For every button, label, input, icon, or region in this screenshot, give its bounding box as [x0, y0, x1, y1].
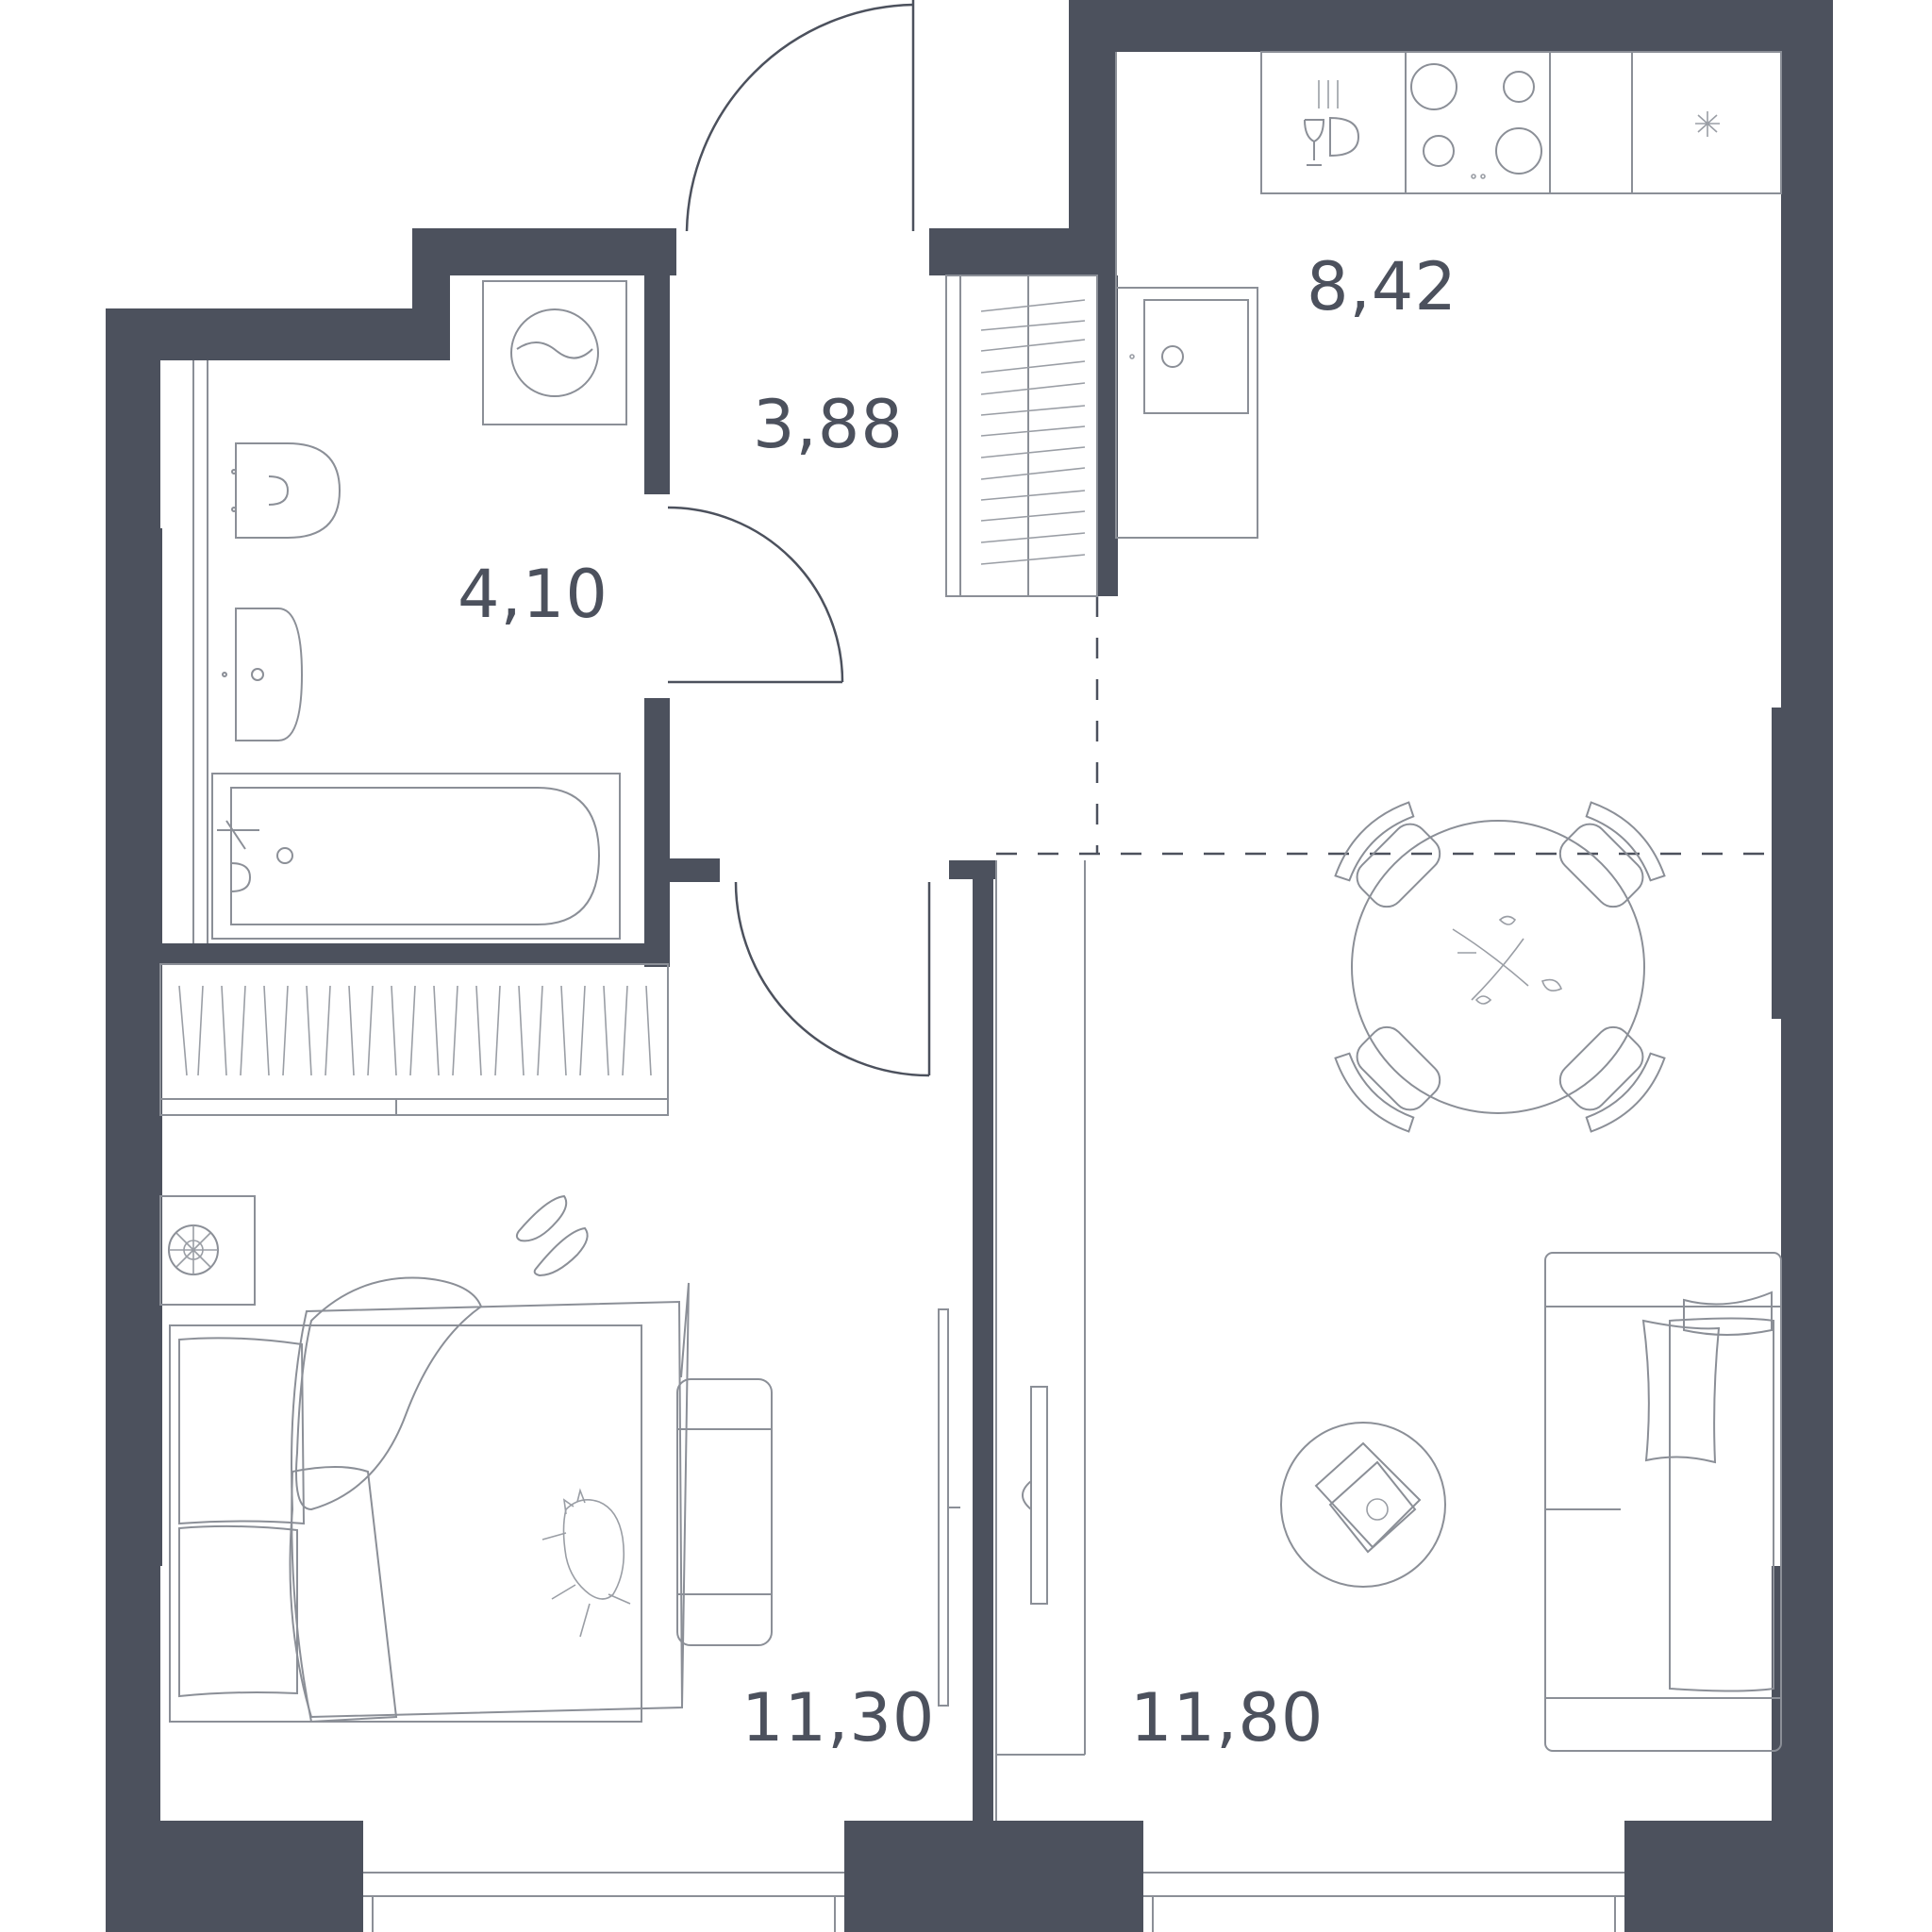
doors [667, 0, 1781, 1077]
slippers-icon [515, 1194, 589, 1277]
area-label-kitchen: 8,42 [1307, 248, 1457, 325]
bathtub-icon [211, 773, 621, 940]
area-label-bedroom: 11,30 [741, 1679, 935, 1757]
tv-icon [938, 1308, 1048, 1707]
bedroom-bench [676, 1378, 773, 1646]
area-label-hallway: 3,88 [753, 386, 904, 463]
bed-icon [169, 1276, 690, 1724]
toilet-icon [231, 442, 341, 539]
dishwasher-icon [1304, 80, 1360, 166]
washbasin-icon [222, 608, 304, 741]
sofa-icon [1544, 1252, 1782, 1752]
cooktop-icon [1410, 63, 1542, 179]
cat-icon [541, 1488, 631, 1638]
kitchen-counter [1115, 51, 1782, 539]
washing-machine-icon [482, 280, 627, 425]
bedroom-wardrobe [159, 963, 669, 1116]
hallway-wardrobe [945, 275, 1098, 597]
walls [106, 0, 1833, 1932]
coffee-table-icon [1280, 1422, 1446, 1588]
area-label-bathroom: 4,10 [458, 556, 608, 633]
dining-table-icon [1334, 801, 1666, 1133]
area-label-living-room: 11,80 [1130, 1679, 1324, 1757]
sink-icon [1129, 299, 1249, 414]
fridge-icon [1695, 111, 1720, 137]
windows [363, 1821, 1624, 1932]
area-labels: 3,88 4,10 8,42 11,30 11,80 [458, 248, 1457, 1757]
fan-icon [159, 1195, 256, 1306]
